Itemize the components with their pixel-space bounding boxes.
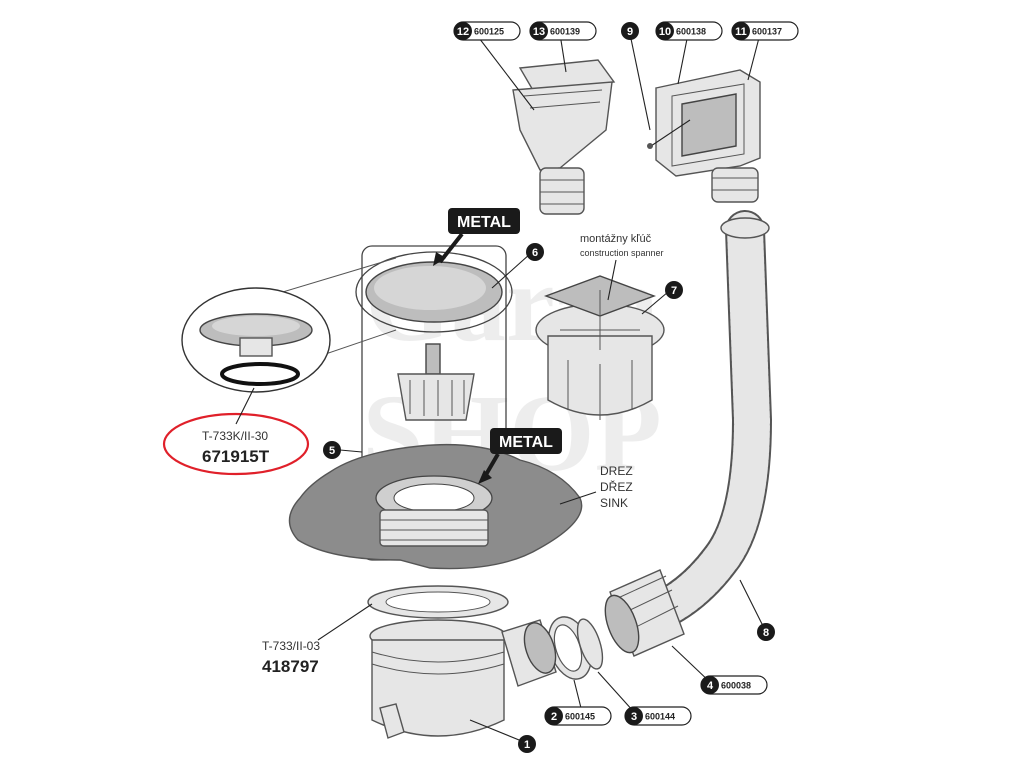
part-badge-circle (621, 22, 639, 40)
part-badge-code: 600125 (474, 27, 504, 37)
part-badge-3: 600144 3 (624, 706, 692, 726)
part-badge-circle (732, 22, 750, 40)
part-badge-4: 600038 4 (700, 675, 768, 695)
part-badge-number: 13 (533, 26, 545, 38)
corrugated-hose (630, 210, 773, 635)
part-badge-number: 7 (671, 285, 677, 297)
part-badge-number: 9 (627, 26, 633, 38)
metal-callout-mid-label: METAL (499, 434, 553, 451)
part-badge-number: 12 (457, 26, 469, 38)
part-badge-code: 600138 (676, 27, 706, 37)
highlight-model: T-733K/II-30 (202, 429, 268, 443)
part-badge-circle (625, 707, 643, 725)
part-badge-7: 7 (665, 281, 683, 299)
part-badge-number: 3 (631, 711, 637, 723)
part-badge-circle (530, 22, 548, 40)
part-badge-circle (518, 735, 536, 753)
metal-cover-disc (355, 251, 513, 333)
main-product-label: T-733/II-03 418797 (262, 603, 373, 676)
part-badge-circle (545, 707, 563, 725)
part-badge-number: 6 (532, 247, 538, 259)
part-badge-number: 8 (763, 627, 769, 639)
part-badge-code: 600144 (645, 712, 675, 722)
overflow-elbow-part (647, 69, 761, 203)
part-badge-number: 5 (329, 445, 335, 457)
part-badge-13: 600139 13 (529, 21, 597, 41)
part-badge-2: 600145 2 (544, 706, 612, 726)
highlighted-product: T-733K/II-30 671915T (162, 387, 310, 476)
part-badge-circle (757, 623, 775, 641)
overflow-funnel-part (512, 59, 616, 215)
strainer-basket (397, 343, 475, 421)
part-badge-number: 2 (551, 711, 557, 723)
construction-spanner (535, 275, 665, 420)
part-badge-circle (323, 441, 341, 459)
main-product-model: T-733/II-03 (262, 639, 320, 653)
sink-plate (288, 443, 583, 570)
part-badge-10: 600138 10 (655, 21, 723, 41)
part-badge-6: 6 (526, 243, 544, 261)
part-badge-9: 9 (621, 22, 639, 40)
sink-caption-sk: DREZ (600, 464, 633, 478)
part-badge-number: 11 (735, 26, 747, 38)
part-badge-1: 1 (518, 735, 536, 753)
sink-caption-cz: DŘEZ (600, 479, 633, 494)
metal-callout-top-label: METAL (457, 214, 511, 231)
highlight-oval (162, 412, 310, 476)
part-badge-number: 1 (524, 739, 530, 751)
badge-leaders (339, 33, 765, 743)
part-badge-circle (665, 281, 683, 299)
part-badge-circle (656, 22, 674, 40)
part-badge-12: 600125 12 (453, 21, 521, 41)
part-badge-8: 8 (757, 623, 775, 641)
sink-caption-en: SINK (600, 496, 628, 510)
highlight-code: 671915T (202, 447, 270, 466)
part-badge-number: 10 (659, 26, 671, 38)
spanner-caption-en: construction spanner (580, 248, 664, 258)
part-badge-code: 600145 (565, 712, 595, 722)
part-badge-number: 4 (707, 680, 714, 692)
metal-callout-top: METAL (433, 208, 520, 266)
hose-connector (604, 569, 685, 657)
drain-body (367, 585, 557, 739)
metal-callout-mid: METAL (478, 428, 562, 484)
part-badge-circle (454, 22, 472, 40)
part-badge-5: 5 (323, 441, 341, 459)
magnified-stopper-detail (181, 257, 397, 393)
spanner-caption-sk: montážny kľúč (580, 233, 652, 245)
sealing-rings (547, 616, 604, 680)
part-badge-code: 600038 (721, 681, 751, 691)
part-badge-code: 600139 (550, 27, 580, 37)
part-badge-11: 600137 11 (731, 21, 799, 41)
part-badge-code: 600137 (752, 27, 782, 37)
part-badge-circle (701, 676, 719, 694)
part-badge-circle (526, 243, 544, 261)
main-product-code: 418797 (262, 657, 319, 676)
